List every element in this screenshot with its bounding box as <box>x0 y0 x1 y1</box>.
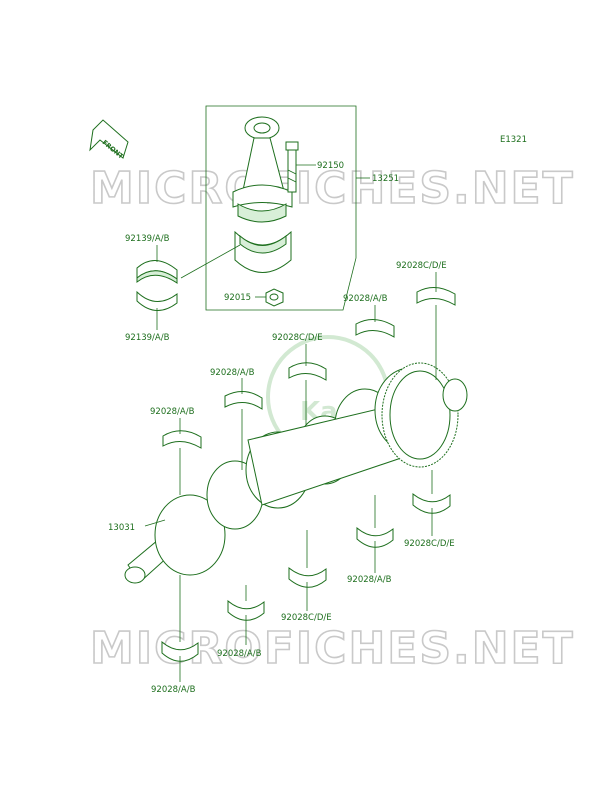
bearing-92028C-top-right <box>416 287 456 306</box>
conrod-cap <box>234 230 292 273</box>
label-92028-r1: 92028/A/B <box>343 294 388 304</box>
label-92028C-right-low: 92028C/D/E <box>404 539 455 549</box>
label-92028C-top-right: 92028C/D/E <box>396 261 447 271</box>
connecting-rod <box>232 116 293 223</box>
bearing-shell-92139-bottom <box>136 290 178 311</box>
label-92015: 92015 <box>224 293 251 303</box>
label-92028-bottom-mid: 92028/A/B <box>217 649 262 659</box>
bearing-92028-right-low <box>356 526 394 548</box>
label-92028C-bottom-mid: 92028C/D/E <box>281 613 332 623</box>
bearing-92028-bottom-left <box>161 640 199 662</box>
conrod-bolt <box>285 141 299 193</box>
label-92028-left-mid: 92028/A/B <box>210 368 255 378</box>
label-13251: 13251 <box>372 174 399 184</box>
watermark-top: MICROFICHES.NET <box>90 163 575 214</box>
bearing-92028-bottom-mid <box>227 599 265 621</box>
bearing-92028C-bottom-mid <box>288 566 327 588</box>
label-92139-bottom: 92139/A/B <box>125 333 170 343</box>
label-92139-top: 92139/A/B <box>125 234 170 244</box>
front-arrow-icon: FRONT <box>89 119 129 161</box>
conrod-group-box <box>205 105 357 311</box>
crankshaft-gear <box>381 362 468 468</box>
label-92028-left: 92028/A/B <box>150 407 195 417</box>
bearing-92028C-right-low <box>412 492 451 514</box>
bearing-shell-92139-top <box>136 260 178 284</box>
label-92028-bottom-left: 92028/A/B <box>151 685 196 695</box>
bearing-92028-left-mid <box>224 391 263 410</box>
label-13031: 13031 <box>108 523 135 533</box>
label-92028C-center: 92028C/D/E <box>272 333 323 343</box>
conrod-nut <box>265 288 284 307</box>
diagram-id: E1321 <box>500 135 527 145</box>
label-92150: 92150 <box>317 161 344 171</box>
leader-lines <box>144 164 437 682</box>
bearing-92028C-center <box>288 362 327 381</box>
label-92028-right-low: 92028/A/B <box>347 575 392 585</box>
bearing-92028-left <box>162 430 202 449</box>
bearing-92028-r1 <box>355 319 395 338</box>
